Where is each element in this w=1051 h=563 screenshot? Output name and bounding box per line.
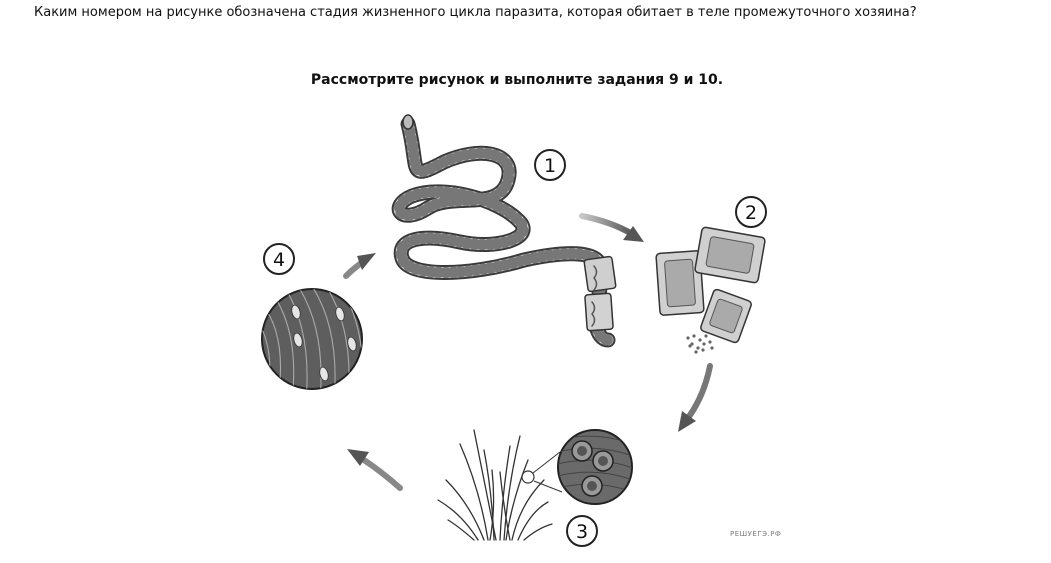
life-cycle-figure: 1 2 3 4 РЕШУЕГЭ.РФ [248,100,788,563]
cycle-arrows [343,213,713,491]
stage-number-4: 4 [273,249,285,271]
stage-label-1: 1 [534,149,566,181]
stage-label-3: 3 [566,515,598,547]
arrow-3-to-4 [361,457,403,491]
arrow-2-to-3 [685,363,713,421]
muscle-tissue-illustration [261,288,363,390]
arrow-1-to-2-head [623,226,644,242]
tapeworm-illustration [391,114,617,348]
watermark: РЕШУЕГЭ.РФ [730,530,781,538]
arrow-2-to-3-head [678,411,696,432]
grass-illustration [437,429,553,541]
arrow-1-to-2 [579,213,635,237]
stage-number-1: 1 [544,155,556,177]
stage-number-2: 2 [745,202,757,224]
stage-label-4: 4 [263,243,295,275]
arrow-3-to-4-head [347,449,369,466]
magnified-eggs-illustration [521,429,633,505]
stage-label-2: 2 [735,196,767,228]
arrow-4-to-1-head [357,253,376,270]
figure-caption: Рассмотрите рисунок и выполните задания … [310,72,724,88]
proglottids-illustration [655,226,766,354]
stage-number-3: 3 [576,521,588,543]
question-text: Каким номером на рисунке обозначена стад… [34,5,917,20]
